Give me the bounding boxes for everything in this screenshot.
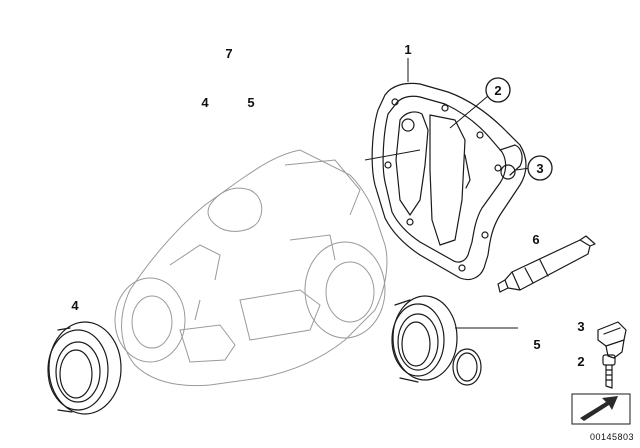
label-6: 6 [532,232,539,247]
label-4-left: 4 [71,298,79,313]
label-5-top: 5 [247,95,254,110]
label-7: 7 [225,46,232,61]
label-3: 3 [536,161,543,176]
screw-plug [597,321,627,359]
o-ring [452,348,482,386]
arrow-icon [571,393,631,425]
label-2: 2 [494,83,501,98]
shaft-seal-left [47,321,122,415]
label-2-small: 2 [577,354,584,369]
leader-lines [364,58,531,329]
differential-housing [114,149,388,387]
label-5-right: 5 [533,337,540,352]
housing-cover [371,82,527,281]
label-4-top: 4 [201,95,209,110]
shaft-seal-right [391,295,458,383]
callout-2 [485,77,511,103]
label-3-small: 3 [577,319,584,334]
bolt [602,354,616,389]
sealant-tube [497,235,596,293]
callout-3 [527,155,553,181]
document-number: 00145803 [589,432,634,442]
label-1: 1 [404,42,411,57]
